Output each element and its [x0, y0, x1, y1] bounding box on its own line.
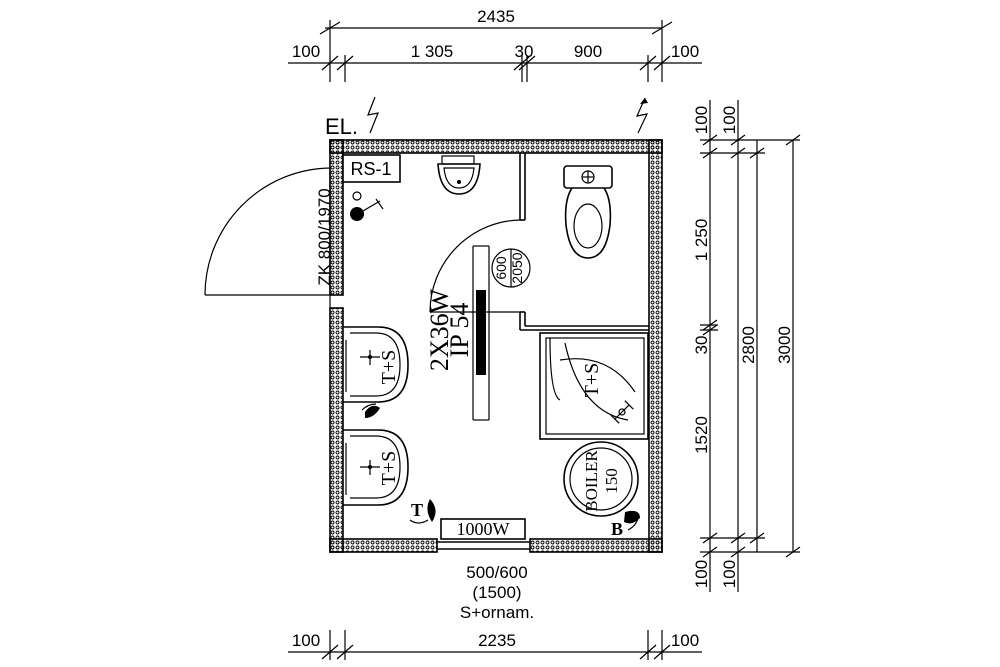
tap-b-label: B — [611, 519, 623, 539]
bottom-dimensions: 100 2235 100 — [288, 630, 702, 660]
light-tube — [476, 290, 486, 375]
dim-upper: 1 250 — [692, 219, 711, 262]
switch-icon — [350, 191, 384, 221]
tap-t: T — [409, 499, 436, 524]
light-power: 2X36W — [425, 288, 454, 371]
dim-room-b: 900 — [574, 42, 602, 61]
basin-top-label: T+S — [378, 350, 400, 385]
heater: 1000W — [440, 518, 526, 540]
electric-feed-icon-right — [635, 97, 649, 134]
dim-inner-height: 2800 — [739, 326, 758, 364]
tap-t-label: T — [411, 500, 423, 520]
window-sill: (1500) — [472, 583, 521, 602]
dim-total-height: 3000 — [775, 326, 794, 364]
dim-right-wall: 100 — [671, 42, 699, 61]
dim-left-wall: 100 — [292, 42, 320, 61]
dim-bottom-left-wall: 100 — [292, 631, 320, 650]
basin-bottom: T+S — [343, 429, 409, 506]
distribution-box-label: RS-1 — [350, 159, 391, 179]
entry-door: ZK 800/1970 — [204, 167, 334, 308]
window-size: 500/600 — [466, 563, 527, 582]
boiler-label: BOILER — [582, 450, 601, 512]
dim-partition: 30 — [515, 42, 534, 61]
dim-right-partition: 30 — [692, 336, 711, 355]
dim-total-width: 2435 — [477, 7, 515, 26]
dim-top-wall-a: 100 — [692, 106, 711, 134]
shower: T+S — [539, 332, 649, 440]
tap-b: B — [611, 510, 640, 539]
window-label: 500/600 (1500) S+ornam. — [460, 563, 534, 622]
dim-top-wall-b: 100 — [720, 106, 739, 134]
dim-bottom-wall-b: 100 — [720, 560, 739, 588]
inner-door-height: 2050 — [509, 252, 525, 283]
electric-label: EL. — [325, 114, 358, 139]
dim-bottom-wall-a: 100 — [692, 560, 711, 588]
light-fixture: 2X36W IP 54 — [425, 245, 490, 421]
window-type: S+ornam. — [460, 603, 534, 622]
dim-room-a: 1 305 — [411, 42, 454, 61]
boiler: BOILER 150 — [563, 441, 639, 517]
right-dimensions: 100 100 1 250 30 1520 2800 3000 100 100 — [692, 100, 801, 592]
boiler-size: 150 — [602, 468, 621, 494]
toilet — [563, 165, 613, 259]
dim-bottom-inner: 2235 — [478, 631, 516, 650]
dim-lower: 1520 — [692, 416, 711, 454]
basin-top: T+S — [343, 326, 409, 403]
tap-icon-mid — [361, 403, 380, 418]
dim-bottom-right-wall: 100 — [671, 631, 699, 650]
heater-label: 1000W — [457, 519, 510, 539]
partition-wall — [519, 153, 649, 331]
electric-feed-icon — [367, 96, 379, 134]
urinal — [437, 155, 481, 195]
inner-door-width: 600 — [493, 256, 509, 280]
shower-label: T+S — [581, 363, 603, 398]
basin-bottom-label: T+S — [378, 451, 400, 486]
distribution-box — [342, 154, 401, 183]
inner-door: 600 2050 — [429, 219, 531, 313]
top-dimensions: 2435 100 1 305 30 900 100 — [288, 7, 702, 82]
shower-valve-icon — [610, 400, 634, 424]
light-ip: IP 54 — [445, 303, 474, 358]
electrical: EL. RS-1 — [325, 96, 649, 221]
door-label: ZK 800/1970 — [315, 188, 334, 285]
